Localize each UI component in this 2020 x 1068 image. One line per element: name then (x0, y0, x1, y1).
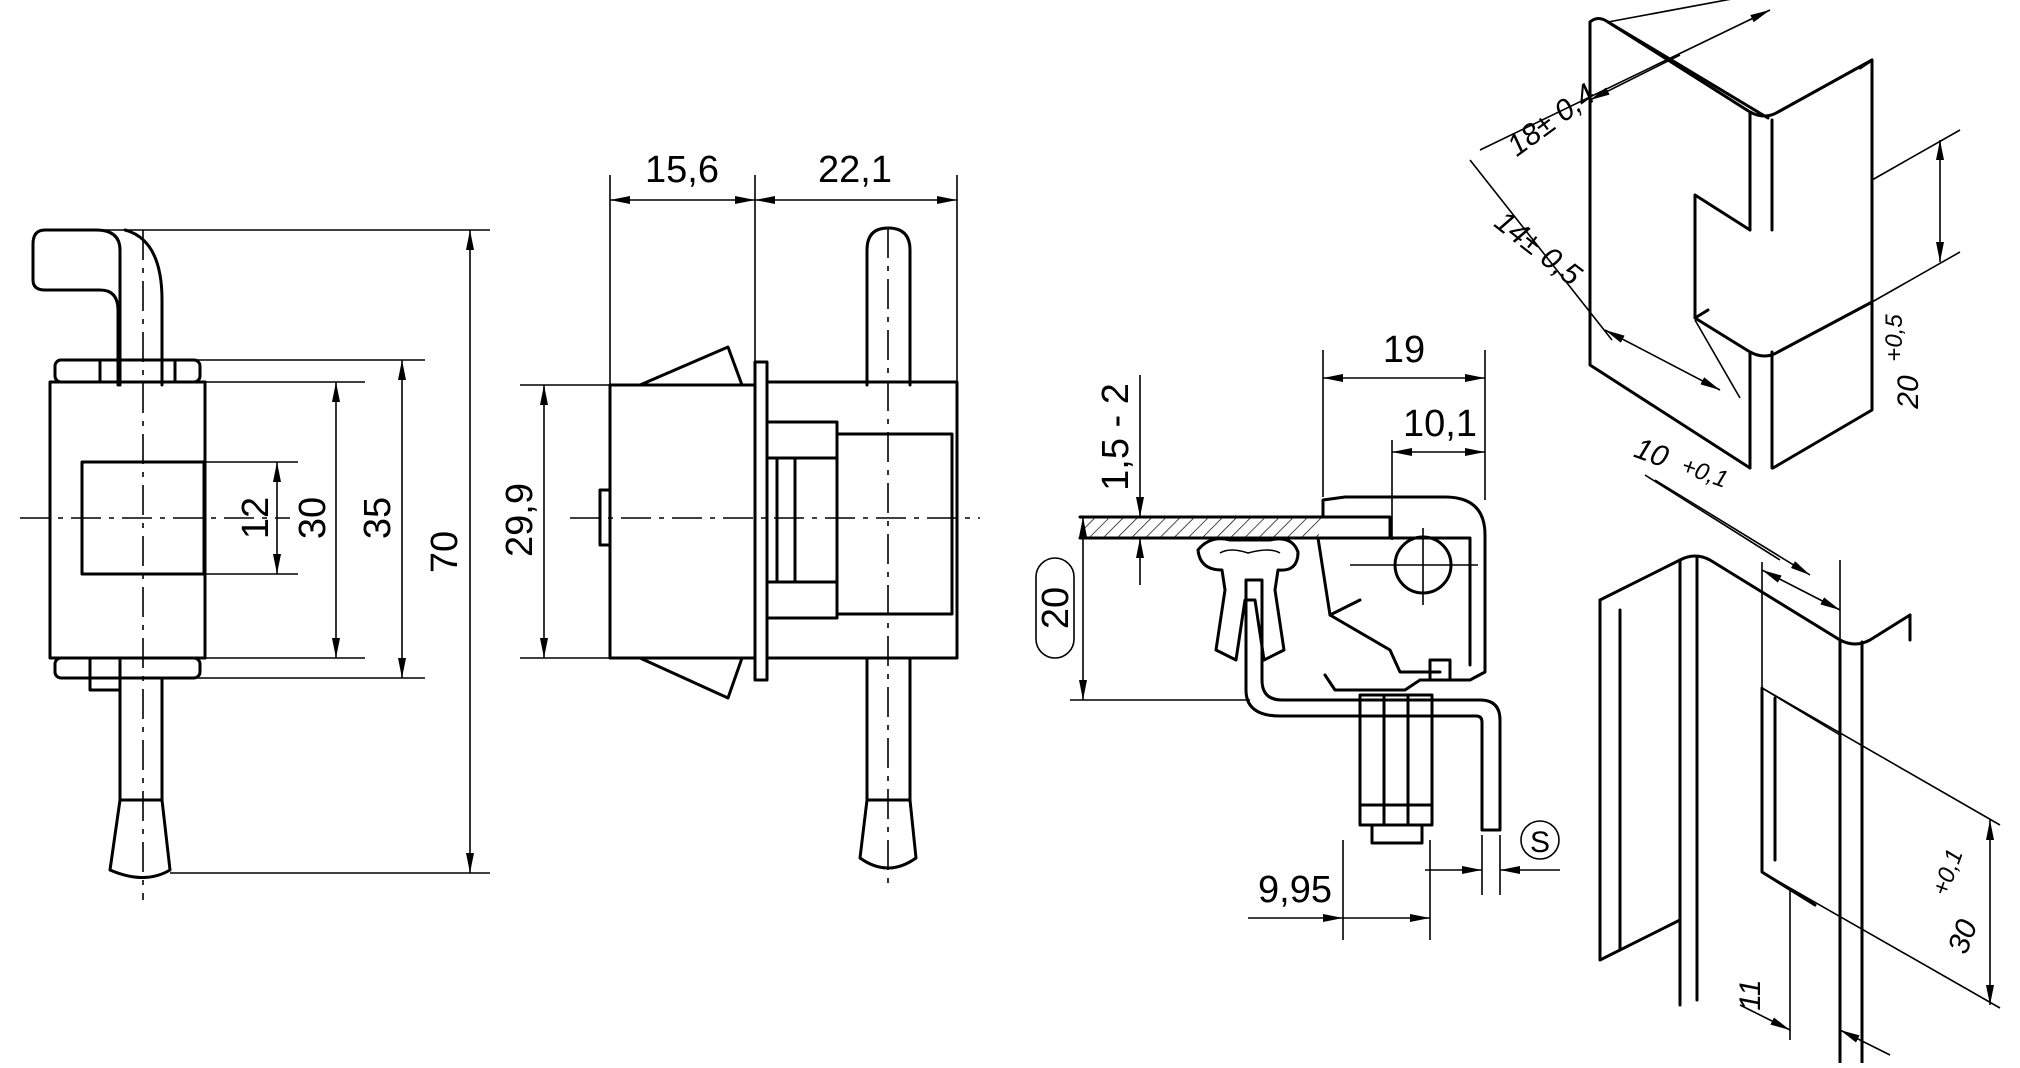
dim-18-tol: 18± 0,4 (1501, 78, 1601, 163)
symbol-s: S (1530, 826, 1550, 859)
dim-30: 30 (292, 497, 334, 539)
symbol-s-circle (1520, 820, 1560, 860)
dim-10-tol: +0,1 (1678, 452, 1732, 494)
dim-9-95: 9,95 (1258, 869, 1332, 911)
dim-30-value: 30 (1942, 915, 1985, 958)
dim-1-5-2: 1,5 - 2 (1095, 383, 1137, 491)
dim-20-tol: +0,5 (1881, 314, 1908, 362)
dim-10-value: 10 (1630, 432, 1673, 475)
dim-10-1: 10,1 (1403, 403, 1477, 445)
view-cutout-upper: 18± 0,4 14± 0,5 20 +0,5 10 +0,1 (1469, 0, 1961, 576)
dim-19: 19 (1383, 329, 1425, 371)
dim-11: 11 (1734, 979, 1767, 1010)
dim-20-value: 20 (1892, 375, 1925, 410)
dim-22-1: 22,1 (818, 149, 892, 191)
view-cutout-lower: 30 +0,1 11 (1598, 554, 2001, 1065)
dim-29-9: 29,9 (499, 483, 541, 557)
dim-20: 20 (1035, 587, 1077, 629)
dim-20-frame (1035, 557, 1075, 659)
dim-35: 35 (357, 497, 399, 539)
view-front: 12 30 35 70 (20, 228, 490, 900)
view-section: 19 10,1 1,5 - 2 20 9,95 S (1035, 329, 1560, 940)
dim-70: 70 (424, 531, 466, 573)
dim-15-6: 15,6 (645, 149, 719, 191)
dim-12: 12 (235, 497, 277, 539)
view-side: 15,6 22,1 29,9 (499, 149, 980, 885)
dim-14-tol: 14± 0,5 (1488, 205, 1587, 293)
dim-30-tol: +0,1 (1927, 846, 1969, 900)
